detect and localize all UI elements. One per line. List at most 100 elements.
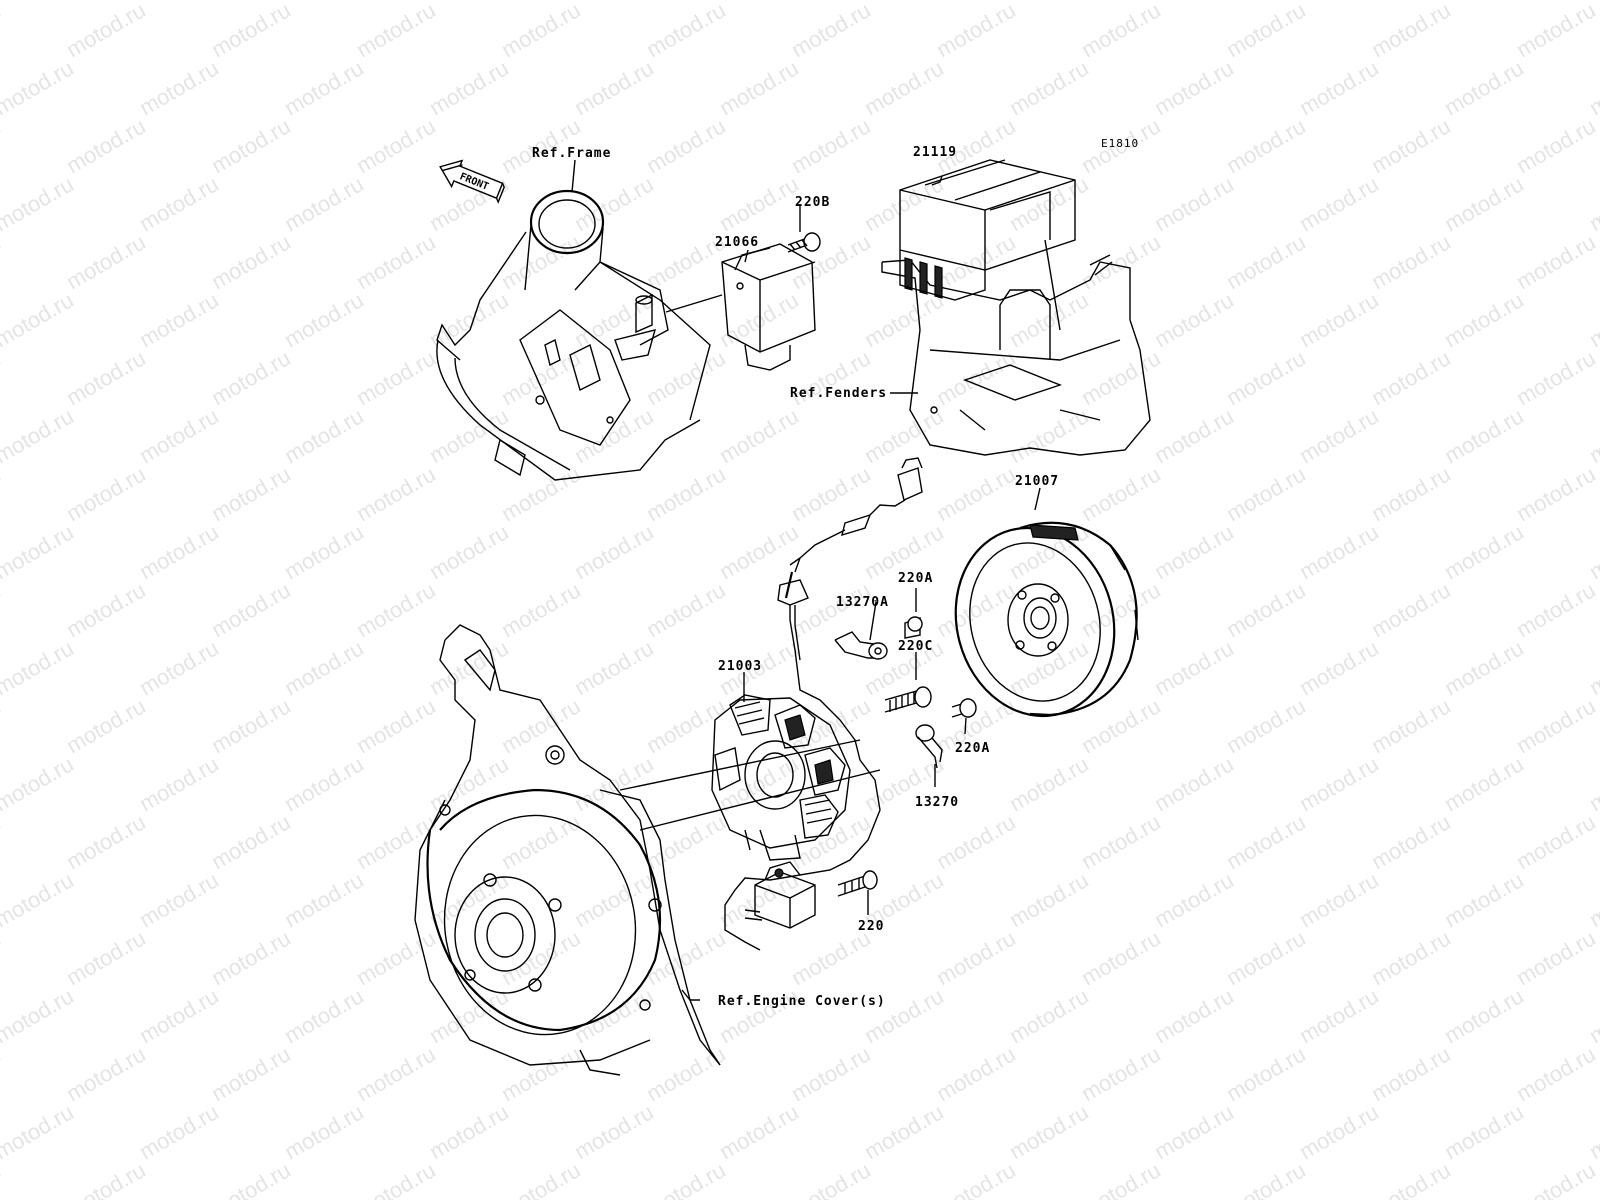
watermark-text: motod.ru	[1367, 1157, 1455, 1200]
watermark-text: motod.ru	[1585, 635, 1600, 700]
part-13270-label: 13270	[915, 795, 959, 810]
watermark-text: motod.ru	[62, 1041, 150, 1106]
watermark-text: motod.ru	[352, 229, 440, 294]
watermark-text: motod.ru	[1222, 693, 1310, 758]
watermark-text: motod.ru	[1440, 0, 1528, 4]
watermark-text: motod.ru	[1295, 403, 1383, 468]
watermark-text: motod.ru	[135, 0, 223, 4]
watermark-text: motod.ru	[570, 751, 658, 816]
watermark-text: motod.ru	[1222, 1157, 1310, 1200]
part-21066-module	[665, 243, 816, 371]
watermark-text: motod.ru	[1295, 55, 1383, 120]
watermark-text: motod.ru	[932, 0, 1020, 62]
watermark-text: motod.ru	[570, 403, 658, 468]
clamp-13270	[915, 724, 943, 769]
watermark-text: motod.ru	[207, 345, 295, 410]
part-21003-stator	[711, 694, 851, 861]
watermark-text: motod.ru	[135, 751, 223, 816]
watermark-text: motod.ru	[1367, 577, 1455, 642]
watermark-text: motod.ru	[1512, 345, 1600, 410]
frame-drawing	[436, 189, 711, 481]
watermark-text: motod.ru	[497, 1041, 585, 1106]
watermark-text: motod.ru	[1367, 925, 1455, 990]
watermark-text: motod.ru	[642, 1157, 730, 1200]
watermark-text: motod.ru	[642, 113, 730, 178]
watermark-text: motod.ru	[1512, 229, 1600, 294]
watermark-text: motod.ru	[1150, 751, 1238, 816]
watermark-text: motod.ru	[280, 635, 368, 700]
stator-coil	[714, 747, 741, 792]
watermark-text: motod.ru	[1005, 403, 1093, 468]
watermark-text: motod.ru	[1585, 983, 1600, 1048]
stator-coil	[729, 694, 771, 736]
watermark-text: motod.ru	[1295, 171, 1383, 236]
part-220A-right-label: 220A	[955, 741, 990, 756]
watermark-text: motod.ru	[207, 0, 295, 62]
part-21003-label: 21003	[718, 659, 762, 674]
watermark-text: motod.ru	[1222, 925, 1310, 990]
watermark-text: motod.ru	[1585, 1099, 1600, 1164]
watermark-text: motod.ru	[1005, 0, 1093, 4]
watermark-text: motod.ru	[1440, 635, 1528, 700]
watermark-text: motod.ru	[1150, 1099, 1238, 1164]
watermark-text: motod.ru	[1077, 1157, 1165, 1200]
watermark-text: motod.ru	[207, 809, 295, 874]
watermark-text: motod.ru	[860, 0, 948, 4]
watermark-text: motod.ru	[497, 461, 585, 526]
watermark-text: motod.ru	[1295, 287, 1383, 352]
watermark-text: motod.ru	[62, 345, 150, 410]
watermark-text: motod.ru	[1585, 287, 1600, 352]
watermark-text: motod.ru	[0, 345, 5, 410]
watermark-text: motod.ru	[0, 171, 78, 236]
watermark-text: motod.ru	[715, 287, 803, 352]
watermark-text: motod.ru	[715, 403, 803, 468]
watermark-text: motod.ru	[1077, 461, 1165, 526]
watermark-text: motod.ru	[0, 751, 78, 816]
watermark-text: motod.ru	[135, 983, 223, 1048]
watermark-text: motod.ru	[1367, 229, 1455, 294]
watermark-text: motod.ru	[352, 0, 440, 62]
watermark-text: motod.ru	[0, 519, 78, 584]
watermark-text: motod.ru	[0, 635, 78, 700]
watermark-text: motod.ru	[787, 809, 875, 874]
watermark-text: motod.ru	[135, 403, 223, 468]
watermark-text: motod.ru	[352, 345, 440, 410]
watermark-text: motod.ru	[207, 577, 295, 642]
watermark-text: motod.ru	[1150, 0, 1238, 4]
watermark-text: motod.ru	[1005, 287, 1093, 352]
part-220C-label: 220C	[898, 639, 933, 654]
watermark-text: motod.ru	[497, 0, 585, 62]
watermark-text: motod.ru	[62, 229, 150, 294]
watermark-text: motod.ru	[62, 461, 150, 526]
watermark-text: motod.ru	[207, 1041, 295, 1106]
watermark-text: motod.ru	[135, 171, 223, 236]
part-21007-label: 21007	[1015, 474, 1059, 489]
watermark-text: motod.ru	[1077, 693, 1165, 758]
watermark-text: motod.ru	[425, 1099, 513, 1164]
bolt-220	[837, 870, 878, 897]
watermark-text: motod.ru	[1150, 519, 1238, 584]
watermark-text: motod.ru	[932, 229, 1020, 294]
watermark-text: motod.ru	[352, 577, 440, 642]
watermark-text: motod.ru	[0, 229, 5, 294]
watermark-text: motod.ru	[787, 229, 875, 294]
watermark-text: motod.ru	[1367, 345, 1455, 410]
figure-code-label: E1810	[1101, 137, 1139, 150]
watermark-text: motod.ru	[642, 345, 730, 410]
watermark-text: motod.ru	[932, 925, 1020, 990]
watermark-text: motod.ru	[932, 1041, 1020, 1106]
watermark-text: motod.ru	[425, 55, 513, 120]
watermark-text: motod.ru	[207, 925, 295, 990]
watermark-text: motod.ru	[787, 1157, 875, 1200]
watermark-text: motod.ru	[642, 461, 730, 526]
watermark-text: motod.ru	[207, 229, 295, 294]
watermark-text: motod.ru	[1440, 1099, 1528, 1164]
watermark-text: motod.ru	[932, 577, 1020, 642]
watermark-text: motod.ru	[352, 693, 440, 758]
watermark-text: motod.ru	[570, 55, 658, 120]
watermark-text: motod.ru	[1295, 751, 1383, 816]
watermark-text: motod.ru	[352, 113, 440, 178]
watermark-text: motod.ru	[1585, 171, 1600, 236]
watermark-text: motod.ru	[1440, 287, 1528, 352]
